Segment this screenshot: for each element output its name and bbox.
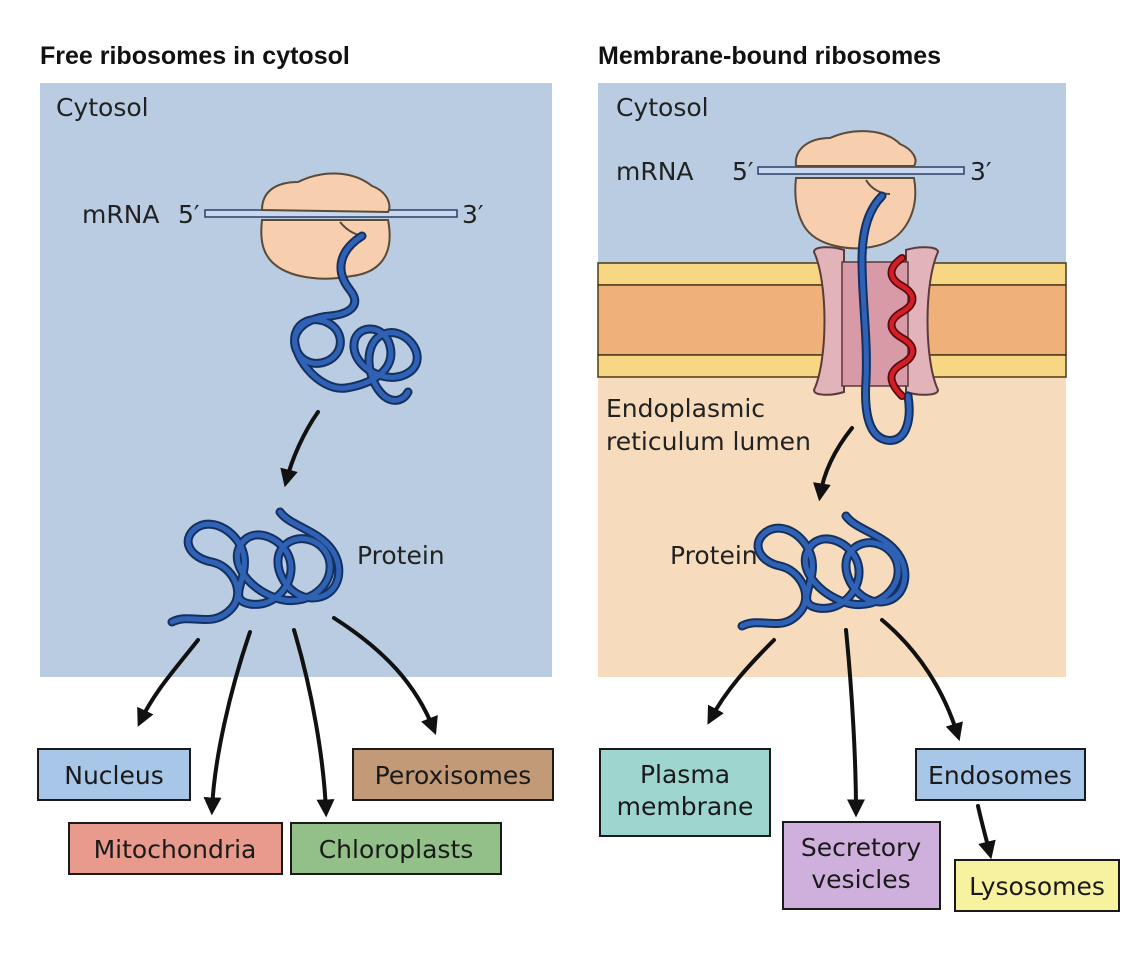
- arrow-to-secretory-vesicles: [844, 628, 865, 818]
- arrow-to-chloroplasts: [292, 628, 335, 818]
- er-lumen-label-line2: reticulum lumen: [606, 427, 811, 456]
- arrow-to-plasma-membrane: [707, 638, 776, 725]
- left-cytosol-label: Cytosol: [56, 93, 149, 122]
- plasma-membrane-box: Plasma membrane: [599, 748, 771, 837]
- arrow-to-endosomes: [880, 618, 963, 742]
- right-five-prime-label: 5′: [732, 157, 754, 186]
- nucleus-label: Nucleus: [64, 761, 164, 790]
- peroxisomes-box: Peroxisomes: [352, 748, 554, 801]
- left-three-prime-label: 3′: [462, 200, 484, 229]
- right-panel: Membrane-bound ribosomes Cytosol mRNA 5′…: [597, 42, 1120, 912]
- er-lumen-label-line1: Endoplasmic: [606, 394, 765, 423]
- left-ribosome: [260, 172, 391, 280]
- right-mrna-label: mRNA: [616, 157, 694, 186]
- left-panel: Free ribosomes in cytosol Cytosol mRNA 5…: [37, 42, 554, 875]
- right-protein: [737, 511, 910, 631]
- left-protein: [167, 507, 344, 627]
- right-ribosome: [794, 130, 917, 250]
- lysosomes-label: Lysosomes: [969, 872, 1105, 901]
- right-fold-arrow: [813, 426, 854, 502]
- left-nascent-chain: [290, 231, 422, 405]
- peroxisomes-label: Peroxisomes: [375, 761, 532, 790]
- signal-sequence: [887, 254, 917, 400]
- translocon-channel: [812, 246, 940, 396]
- right-nascent-chain: [857, 191, 914, 445]
- chloroplasts-box: Chloroplasts: [290, 822, 502, 875]
- left-protein-label: Protein: [357, 541, 445, 570]
- secretory-vesicles-box: Secretory vesicles: [782, 821, 941, 910]
- arrow-to-peroxisomes: [332, 616, 438, 736]
- er-lumen-region: [598, 377, 1066, 677]
- lysosomes-box: Lysosomes: [954, 859, 1120, 912]
- left-mrna-label: mRNA: [82, 200, 160, 229]
- right-mrna-strand: [757, 166, 965, 175]
- right-panel-title: Membrane-bound ribosomes: [598, 42, 941, 70]
- endosomes-label: Endosomes: [928, 761, 1072, 790]
- right-cytosol-label: Cytosol: [616, 93, 709, 122]
- nucleus-box: Nucleus: [37, 748, 191, 801]
- mitochondria-label: Mitochondria: [94, 835, 257, 864]
- arrow-to-nucleus: [137, 638, 200, 727]
- chloroplasts-label: Chloroplasts: [319, 835, 474, 864]
- arrow-to-lysosomes: [976, 804, 996, 860]
- left-five-prime-label: 5′: [178, 200, 200, 229]
- secretory-vesicles-label-line2: vesicles: [811, 865, 910, 894]
- endosomes-box: Endosomes: [915, 748, 1086, 801]
- secretory-vesicles-label-line1: Secretory: [801, 833, 921, 862]
- left-fold-arrow: [280, 410, 320, 488]
- mitochondria-box: Mitochondria: [68, 822, 283, 875]
- left-panel-title: Free ribosomes in cytosol: [40, 42, 350, 70]
- arrow-to-mitochondria: [203, 630, 252, 816]
- plasma-membrane-label-line1: Plasma: [640, 760, 730, 789]
- plasma-membrane-label-line2: membrane: [617, 792, 754, 821]
- right-three-prime-label: 3′: [970, 157, 992, 186]
- right-protein-label: Protein: [670, 541, 758, 570]
